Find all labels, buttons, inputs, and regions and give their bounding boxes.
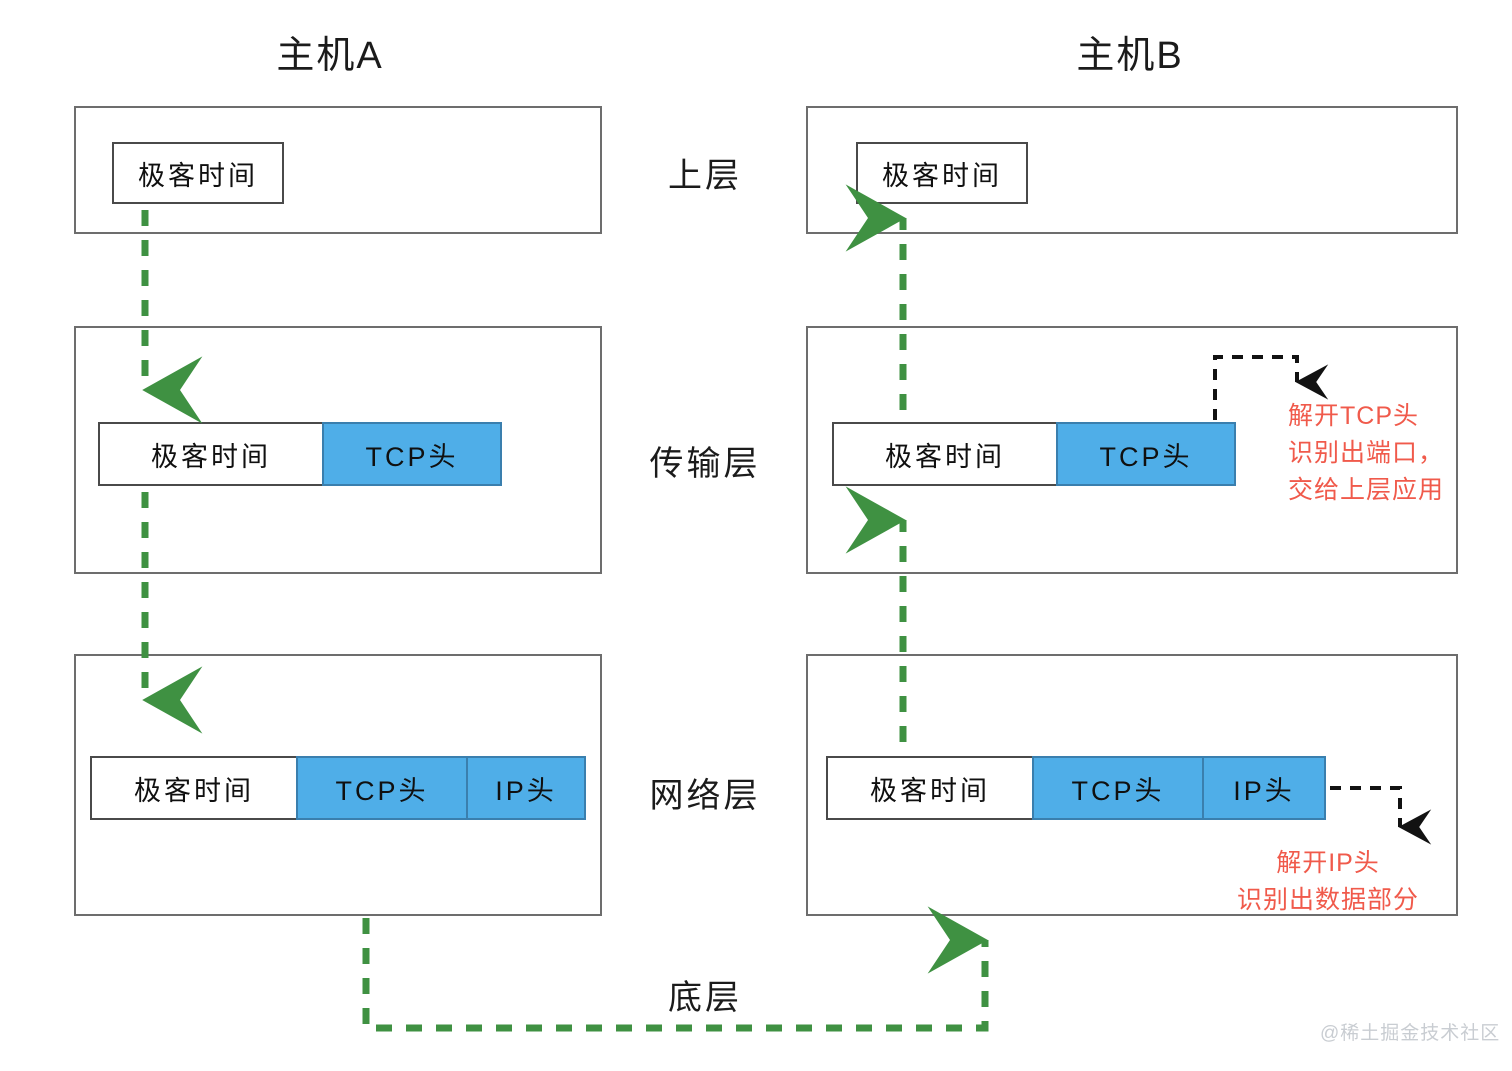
host-b-network-ip-header: IP头 xyxy=(1202,756,1326,820)
host-a-network-payload: 极客时间 xyxy=(90,756,298,820)
host-a-transport-tcp-header: TCP头 xyxy=(322,422,502,486)
host-a-title: 主机A xyxy=(276,35,384,77)
host-b-title: 主机B xyxy=(1076,35,1184,77)
host-b-network-tcp-header: TCP头 xyxy=(1032,756,1204,820)
host-a-transport-payload: 极客时间 xyxy=(98,422,324,486)
ip-note-line-2: 识别出数据部分 xyxy=(1237,886,1420,914)
host-b-network-layer-box xyxy=(806,654,1458,916)
host-b-upper-layer-box xyxy=(806,106,1458,234)
layer-label-upper: 上层 xyxy=(668,157,742,195)
host-a-network-layer-box xyxy=(74,654,602,916)
tcp-note-line-2: 识别出端口， xyxy=(1288,439,1445,467)
layer-label-network: 网络层 xyxy=(649,777,761,815)
tcp-note-line-1: 解开TCP头 xyxy=(1288,402,1420,430)
host-b-transport-payload: 极客时间 xyxy=(832,422,1058,486)
ip-note-line-1: 解开IP头 xyxy=(1276,849,1380,877)
host-b-network-payload: 极客时间 xyxy=(826,756,1034,820)
tcp-decapsulation-note: 解开TCP头 识别出端口， 交给上层应用 xyxy=(1288,398,1444,509)
layer-label-bottom: 底层 xyxy=(668,979,742,1017)
host-a-network-tcp-header: TCP头 xyxy=(296,756,468,820)
host-b-transport-tcp-header: TCP头 xyxy=(1056,422,1236,486)
host-a-network-ip-header: IP头 xyxy=(466,756,586,820)
host-a-transport-layer-box xyxy=(74,326,602,574)
layer-label-transport: 传输层 xyxy=(649,445,761,483)
host-b-transport-layer-box xyxy=(806,326,1458,574)
watermark: @稀土掘金技术社区 xyxy=(1320,1023,1501,1044)
host-a-upper-payload: 极客时间 xyxy=(112,142,284,204)
host-a-upper-layer-box xyxy=(74,106,602,234)
host-b-upper-payload: 极客时间 xyxy=(856,142,1028,204)
ip-decapsulation-note: 解开IP头 识别出数据部分 xyxy=(1237,845,1419,919)
tcp-note-line-3: 交给上层应用 xyxy=(1288,476,1445,504)
